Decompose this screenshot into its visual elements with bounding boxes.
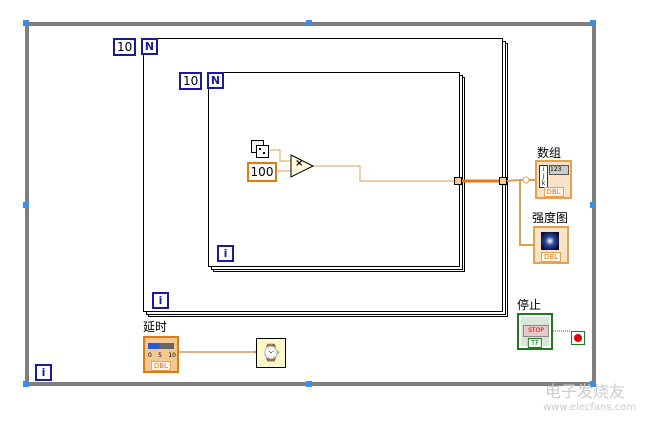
slider-track [148,343,174,349]
outer-count-constant[interactable]: 10 [113,38,137,56]
inner-n-terminal[interactable]: N [207,72,224,89]
multiply-node[interactable] [290,154,315,178]
inner-i-terminal[interactable]: i [217,245,234,262]
type-badge: DBL [543,187,564,197]
watermark-name: 电子发烧友 [545,382,626,401]
index-k: k [541,180,546,187]
type-badge: DBL [540,252,562,262]
constant-100[interactable]: 100 [247,162,277,182]
multiply-symbol: × [295,158,304,169]
resize-handle[interactable] [306,20,312,26]
wire-product[interactable] [313,165,455,182]
tick-label: 5 [158,352,162,359]
array-label: 数组 [537,146,562,160]
delay-slider-control[interactable]: 0 5 10 DBL [143,336,179,373]
intensity-graph-label: 强度图 [532,211,569,225]
intensity-graph-icon [541,232,559,250]
wait-ms-clock-icon[interactable]: ⌚ [256,338,286,368]
type-badge: TF [527,338,543,348]
resize-handle[interactable] [306,381,312,387]
wire-branch[interactable] [519,181,533,246]
resize-handle[interactable] [23,381,29,387]
outer-tunnel[interactable] [499,177,507,185]
index-j: j [542,173,545,180]
resize-handle[interactable] [23,202,29,208]
while-i-terminal[interactable]: i [35,364,52,381]
resize-handle[interactable] [590,381,596,387]
watermark-url: www.elecfans.com [543,402,637,413]
delay-label: 延时 [143,320,168,334]
outer-n-terminal[interactable]: N [141,38,158,55]
array-value: 123 [549,165,569,175]
tick-label: 0 [148,352,152,359]
resize-handle[interactable] [590,202,596,208]
tick-label: 10 [168,352,176,359]
wire-junction [522,176,530,184]
resize-handle[interactable] [590,20,596,26]
stop-button-terminal[interactable]: STOP TF [517,313,553,350]
inner-tunnel[interactable] [454,177,462,185]
wire-random[interactable] [270,149,292,162]
loop-condition-terminal[interactable] [571,331,585,345]
outer-i-terminal[interactable]: i [152,292,169,309]
inner-count-constant[interactable]: 10 [179,72,203,90]
index-i: i [542,166,545,173]
stop-label: 停止 [517,298,542,312]
random-number-icon[interactable] [251,140,269,158]
resize-handle[interactable] [23,20,29,26]
intensity-graph-indicator[interactable]: DBL [533,226,569,264]
wire-2d-array[interactable] [506,179,535,182]
type-badge: DBL [150,361,172,371]
stop-text: STOP [523,325,549,337]
